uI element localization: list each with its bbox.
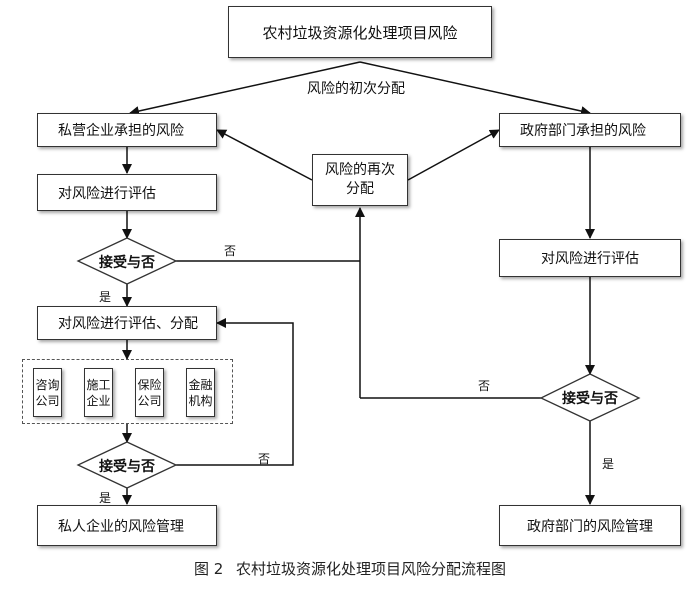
private-risk-box: 私营企业承担的风险 <box>37 113 217 147</box>
arrow-redistribute-to-private <box>216 129 313 181</box>
figure-caption: 图 2 农村垃圾资源化处理项目风险分配流程图 <box>0 558 700 579</box>
institution-finance: 金融 机构 <box>186 368 215 417</box>
institution-finance-line2: 机构 <box>188 393 213 408</box>
redistribute-box: 风险的再次 分配 <box>312 154 408 206</box>
institution-consulting-line2: 公司 <box>35 393 60 408</box>
arrow-top-to-private <box>129 61 361 116</box>
top-title-text: 农村垃圾资源化处理项目风险 <box>262 23 458 42</box>
institution-insurance-line2: 公司 <box>137 393 162 408</box>
right-yes-label: 是 <box>602 457 615 471</box>
institution-finance-line1: 金融 <box>188 377 213 392</box>
right-accept-label: 接受与否 <box>562 391 618 407</box>
right-evaluate-text: 对风险进行评估 <box>541 251 639 267</box>
right-no-label: 否 <box>478 379 491 393</box>
left-accept-diamond <box>76 237 178 285</box>
gov-risk-text: 政府部门承担的风险 <box>520 123 646 139</box>
institution-construction-line1: 施工 <box>86 377 111 392</box>
private-management-box: 私人企业的风险管理 <box>37 505 217 546</box>
arrow-top-to-gov <box>359 61 591 116</box>
gov-management-text: 政府部门的风险管理 <box>527 518 653 535</box>
bottom-yes-label: 是 <box>99 491 112 505</box>
private-management-text: 私人企业的风险管理 <box>58 518 184 535</box>
institution-consulting-line1: 咨询 <box>35 377 60 392</box>
institution-consulting: 咨询 公司 <box>33 368 62 417</box>
bottom-accept-label: 接受与否 <box>99 459 155 475</box>
bottom-no-label: 否 <box>258 452 271 466</box>
evaluate-allocate-box: 对风险进行评估、分配 <box>37 306 217 340</box>
gov-management-box: 政府部门的风险管理 <box>499 505 681 546</box>
figure-title: 农村垃圾资源化处理项目风险分配流程图 <box>236 560 507 578</box>
institutions-group <box>22 359 233 424</box>
redistribute-text-line2: 分配 <box>346 181 374 197</box>
bottom-accept-diamond <box>76 441 178 489</box>
right-evaluate-box: 对风险进行评估 <box>499 239 681 277</box>
right-accept-diamond <box>539 373 641 422</box>
left-evaluate-text: 对风险进行评估 <box>58 185 156 202</box>
left-accept-label: 接受与否 <box>99 255 155 271</box>
gov-risk-box: 政府部门承担的风险 <box>499 113 681 147</box>
top-title-box: 农村垃圾资源化处理项目风险 <box>228 6 492 58</box>
left-no-label: 否 <box>224 244 237 258</box>
institution-insurance-line1: 保险 <box>137 377 162 392</box>
line-bottom-no-loop <box>176 318 294 466</box>
redistribute-text-line1: 风险的再次 <box>325 162 395 178</box>
figure-number: 图 2 <box>193 560 224 578</box>
institution-construction: 施工 企业 <box>84 368 113 417</box>
left-yes-label: 是 <box>99 290 112 304</box>
institution-construction-line2: 企业 <box>86 393 111 408</box>
arrow-redistribute-to-gov <box>407 129 500 181</box>
evaluate-allocate-text: 对风险进行评估、分配 <box>58 316 198 332</box>
initial-distribution-label: 风险的初次分配 <box>307 81 405 97</box>
private-risk-text: 私营企业承担的风险 <box>58 123 184 139</box>
left-evaluate-box: 对风险进行评估 <box>37 174 217 211</box>
institution-insurance: 保险 公司 <box>135 368 164 417</box>
